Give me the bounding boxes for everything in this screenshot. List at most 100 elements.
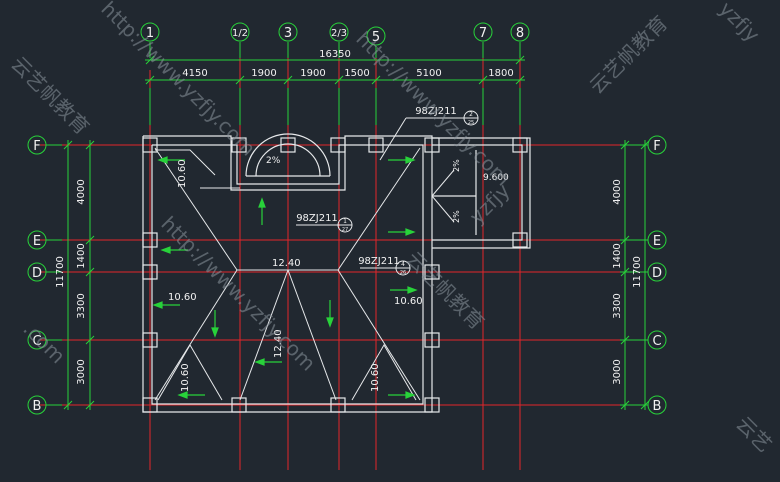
dim-tick <box>334 75 344 85</box>
left-dimension-text: 11700 4000 1400 3300 3000 <box>55 179 87 384</box>
slope-arrowhead <box>405 228 416 236</box>
column <box>424 332 440 348</box>
detail-callouts <box>296 110 479 276</box>
column <box>142 397 158 413</box>
dim-seg-6: 1800 <box>488 68 513 79</box>
dim-overall-height-right: 11700 <box>632 256 643 288</box>
column <box>280 137 296 153</box>
callout-ref-right: 98ZJ211 <box>358 256 400 267</box>
side-dimensions <box>63 140 650 410</box>
slope-label-dome: 2% <box>266 156 281 166</box>
dormer-right <box>351 344 417 401</box>
dim-tick <box>145 55 155 65</box>
hip-line <box>154 269 238 401</box>
column <box>512 232 528 248</box>
dim-left-seg-2: 1400 <box>76 243 87 268</box>
watermark-cn: 云艺帆教育 <box>6 52 94 140</box>
dim-tick <box>620 400 630 410</box>
slope-arrowhead <box>152 301 163 309</box>
axis-bubble-8[interactable] <box>510 22 530 42</box>
slope-arrowhead <box>258 197 266 208</box>
axis-label-2-3: 2/3 <box>331 28 347 39</box>
dim-tick <box>145 75 155 85</box>
axis-label-F-left: F <box>33 139 40 154</box>
axis-bubble-F-left[interactable] <box>27 135 47 155</box>
bay-wall-inner <box>432 144 523 241</box>
column <box>231 397 247 413</box>
dim-tick <box>85 267 95 277</box>
watermark-com: .com <box>18 317 70 369</box>
slope-label-bay-2: 2% <box>452 210 461 223</box>
axis-bubble-5[interactable] <box>366 26 386 46</box>
dim-seg-4: 1500 <box>344 68 369 79</box>
slope-arrowhead <box>326 317 334 328</box>
dim-left-seg-1: 4000 <box>76 179 87 204</box>
slope-arrowhead <box>254 358 265 366</box>
elevation-label: 10.60 <box>394 296 423 307</box>
hip-line <box>337 147 421 271</box>
dim-tick <box>283 75 293 85</box>
dim-right-seg-3: 3300 <box>612 293 623 318</box>
slope-arrowhead <box>405 156 416 164</box>
axis-bubble-F-right[interactable] <box>647 135 667 155</box>
axis-label-C-left: C <box>32 334 41 349</box>
axis-bubble-7[interactable] <box>473 22 493 42</box>
dim-left-seg-3: 3300 <box>76 293 87 318</box>
axis-bubble-C-left[interactable] <box>27 330 47 350</box>
column <box>424 397 440 413</box>
dim-tick <box>478 75 488 85</box>
dim-tick <box>620 235 630 245</box>
column <box>424 137 440 153</box>
dim-right-seg-1: 4000 <box>612 179 623 204</box>
axis-bubble-E-left[interactable] <box>27 230 47 250</box>
dim-right-seg-4: 3000 <box>612 359 623 384</box>
bay-ridge <box>431 195 455 223</box>
axis-bubble-E-right[interactable] <box>647 230 667 250</box>
axis-bubble-3[interactable] <box>278 22 298 42</box>
dim-tick <box>640 140 650 150</box>
dormer-left <box>157 344 223 401</box>
dim-tick <box>515 75 525 85</box>
axis-label-7: 7 <box>479 26 487 41</box>
slope-arrowhead <box>407 286 418 294</box>
axis-bubble-2-3[interactable] <box>329 22 349 42</box>
hip-line <box>239 269 289 401</box>
axis-bubble-1-2[interactable] <box>230 22 250 42</box>
column <box>142 137 158 153</box>
dim-tick <box>85 140 95 150</box>
callout-num-top: 2 <box>469 111 473 118</box>
top-axis-labels: 1 1/2 3 2/3 5 7 8 <box>146 26 524 45</box>
slope-arrowhead <box>211 327 219 338</box>
roof-ridges <box>154 147 455 401</box>
elevation-label: 12.40 <box>272 258 301 269</box>
slope-arrowhead <box>405 391 416 399</box>
dim-tick <box>620 267 630 277</box>
dim-tick <box>85 400 95 410</box>
elevation-label: 10.60 <box>180 363 191 392</box>
axis-bubble-B-right[interactable] <box>647 395 667 415</box>
column <box>424 264 440 280</box>
axis-bubble-D-right[interactable] <box>647 262 667 282</box>
dim-overall-width: 16350 <box>319 49 351 60</box>
column <box>142 232 158 248</box>
side-axis-labels: F E D C B F E D C B <box>32 139 662 414</box>
elevation-label: 10.60 <box>370 363 381 392</box>
dormer-top-left <box>155 149 216 176</box>
axis-bubble-B-left[interactable] <box>27 395 47 415</box>
elevation-labels: 10.60 10.60 10.60 10.60 10.60 12.40 12.4… <box>168 156 509 392</box>
axis-bubble-D-left[interactable] <box>27 262 47 282</box>
dim-tick <box>640 400 650 410</box>
roof-parapet-inner <box>151 144 424 405</box>
elevation-label: 12.40 <box>273 329 284 358</box>
axis-bubble-C-right[interactable] <box>647 330 667 350</box>
callout-num-right: 4 <box>401 261 405 268</box>
watermark-cn: 云艺帆教育 <box>585 11 673 99</box>
dim-tick <box>235 75 245 85</box>
column <box>142 332 158 348</box>
callout-num-mid: 1 <box>343 218 347 225</box>
dim-right-seg-2: 1400 <box>612 243 623 268</box>
hip-line <box>337 269 421 401</box>
dim-tick <box>371 75 381 85</box>
axis-bubble-1[interactable] <box>140 22 160 42</box>
